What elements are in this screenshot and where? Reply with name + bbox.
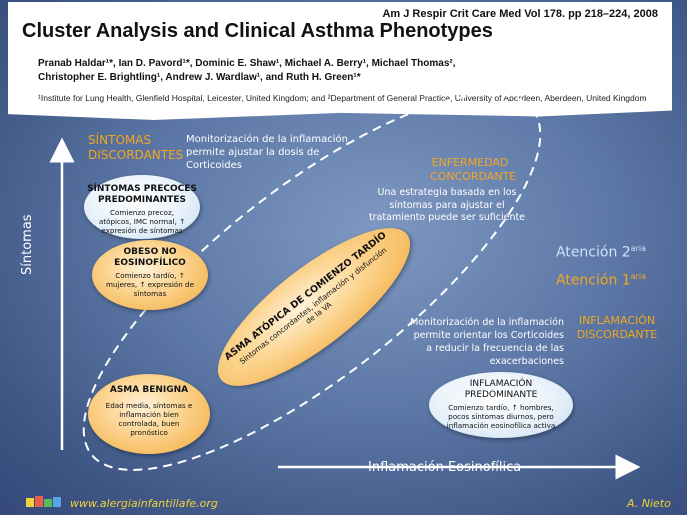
monitorizacion-top-text: Monitorización de la inflamación permite… bbox=[186, 134, 348, 171]
y-axis-label: Síntomas bbox=[20, 214, 35, 275]
paper-affiliation: ¹Institute for Lung Health, Glenfield Ho… bbox=[38, 93, 647, 103]
inflamacion-predominante-ellipse: INFLAMACIÓN PREDOMINANTE Comienzo tardío… bbox=[429, 372, 573, 438]
alergia-logo-icon bbox=[26, 494, 66, 508]
sintomas-precoces-ellipse: SÍNTOMAS PRECOCES PREDOMINANTES Comienzo… bbox=[84, 175, 200, 239]
paper-authors: Pranab Haldar¹*, Ian D. Pavord¹*, Domini… bbox=[38, 57, 658, 85]
paper-header: Am J Respir Crit Care Med Vol 178. pp 21… bbox=[8, 2, 672, 120]
enfermedad-concordante-label: ENFERMEDAD CONCORDANTE bbox=[430, 156, 517, 183]
asma-benigna-ellipse: ASMA BENIGNA Edad media, síntomas e infl… bbox=[88, 374, 210, 454]
alergia-logo-icon-svg bbox=[26, 496, 61, 507]
sintomas-discordantes-label: SÍNTOMAS DISCORDANTES bbox=[88, 133, 184, 162]
inflamacion-discordante-label: INFLAMACIÓN DISCORDANTE bbox=[576, 314, 658, 341]
monitorizacion-bottom-text: Monitorización de la inflamación permite… bbox=[410, 317, 564, 367]
atencion-1-label: Atención 1aria bbox=[556, 272, 647, 289]
estrategia-text: Una estrategia basada en los síntomas pa… bbox=[368, 187, 526, 223]
paper-title: Cluster Analysis and Clinical Asthma Phe… bbox=[22, 20, 493, 42]
journal-citation: Am J Respir Crit Care Med Vol 178. pp 21… bbox=[382, 8, 658, 20]
authors-line-2: Christopher E. Brightling¹, Andrew J. Wa… bbox=[38, 72, 361, 83]
obeso-no-eosinofilico-ellipse: OBESO NO EOSINOFÍLICO Comienzo tardío, ↑… bbox=[92, 240, 208, 310]
concordance-dashed-ellipse bbox=[82, 93, 542, 471]
footer-author: A. Nieto bbox=[627, 497, 671, 510]
authors-line-1: Pranab Haldar¹*, Ian D. Pavord¹*, Domini… bbox=[38, 58, 456, 69]
x-axis-label: Inflamación Eosinofílica bbox=[368, 460, 522, 475]
footer-url[interactable]: www.alergiainfantillafe.org bbox=[70, 497, 218, 510]
atencion-2-label: Atención 2aria bbox=[556, 244, 647, 261]
